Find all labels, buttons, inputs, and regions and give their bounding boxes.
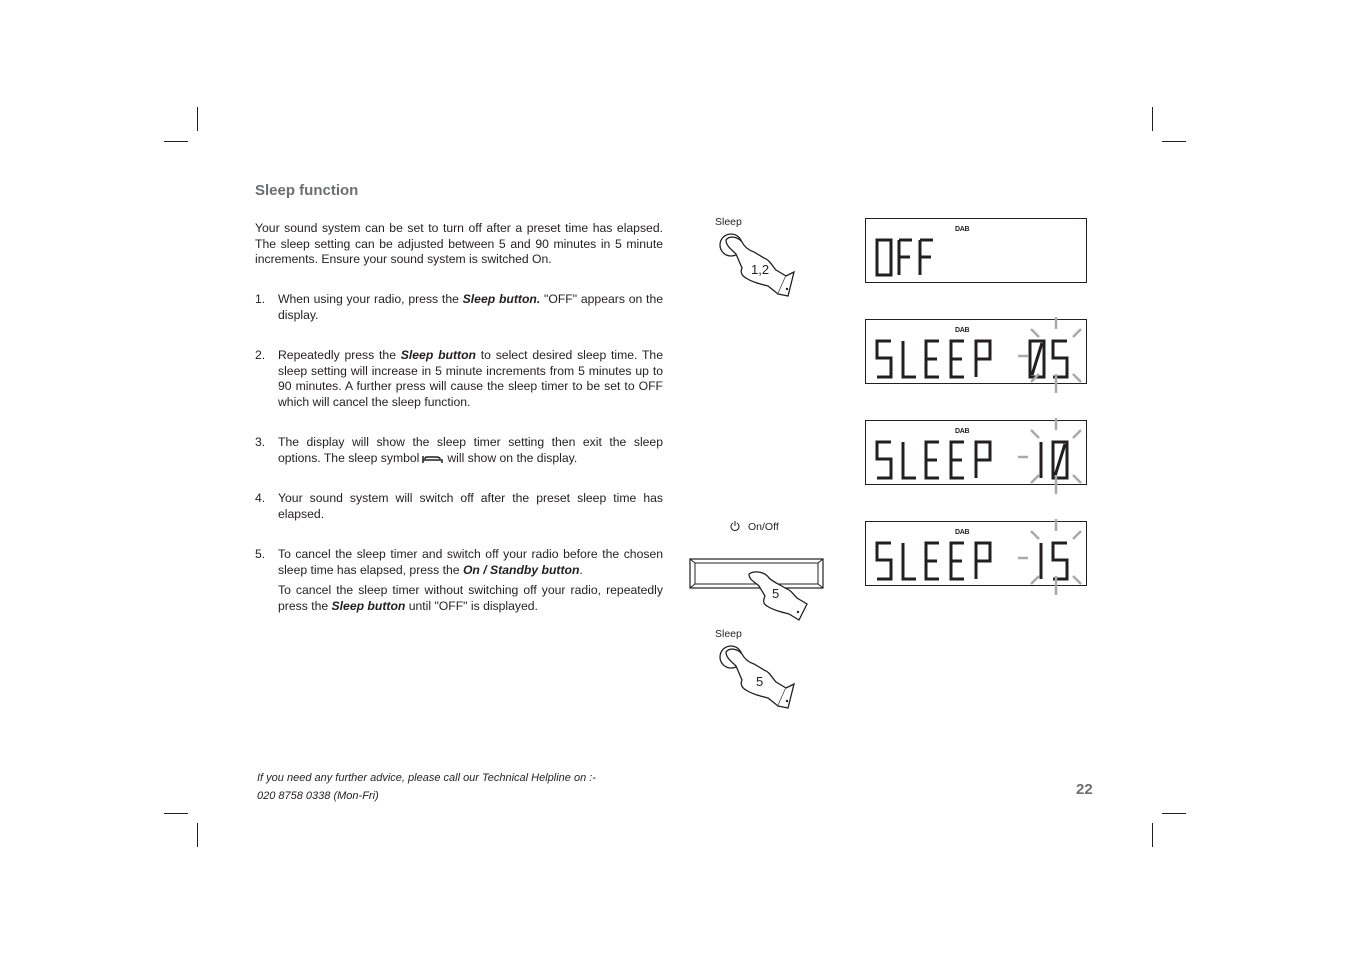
sleep-button-label: Sleep: [715, 216, 742, 228]
lcd-display-off: DAB: [865, 218, 1087, 283]
intro-paragraph: Your sound system can be set to turn off…: [255, 221, 663, 266]
list-item: 3. The display will show the sleep timer…: [255, 435, 663, 466]
list-item: 5. To cancel the sleep timer and switch …: [255, 547, 663, 614]
dab-indicator: DAB: [955, 428, 970, 435]
crop-mark: [164, 141, 188, 142]
step-text: To cancel the sleep timer and switch off…: [278, 547, 663, 577]
step-text: will show on the display.: [447, 450, 578, 465]
sleep-symbol-icon: [422, 453, 444, 464]
lcd-display-sleep-15: DAB: [865, 519, 1087, 595]
list-item: 1. When using your radio, press the Slee…: [255, 292, 663, 323]
footer-helpline: If you need any further advice, please c…: [257, 769, 596, 805]
step-emphasis: Sleep button.: [462, 292, 541, 306]
lcd-segment-text: [875, 541, 1069, 581]
step-text: When using your radio, press the: [278, 292, 463, 306]
on-standby-bar-icon: [689, 556, 825, 627]
step-number: 3.: [255, 435, 266, 449]
step-text: The display will show the sleep timer se…: [278, 435, 663, 465]
crop-mark: [164, 813, 188, 814]
sleep-button-label: Sleep: [715, 628, 742, 640]
step-number: 2.: [255, 348, 266, 362]
blink-rays-icon: [1018, 317, 1082, 393]
crop-mark: [1162, 141, 1186, 142]
footer-phone: 020 8758 0338 (Mon-Fri): [257, 790, 379, 802]
press-step-label: 5: [756, 674, 764, 689]
step-emphasis: Sleep button: [331, 598, 406, 613]
hand-pressing-sleep-button-icon: [716, 644, 800, 715]
dab-indicator: DAB: [955, 529, 970, 536]
footer-line: If you need any further advice, please c…: [257, 772, 596, 784]
step-text: "OFF" appears on the display.: [278, 292, 663, 322]
crop-mark: [197, 823, 198, 847]
lcd-segment-text: [875, 238, 933, 277]
crop-mark: [1152, 107, 1153, 131]
step-text: To cancel the sleep timer without switch…: [278, 583, 663, 613]
lcd-segment-text: [875, 440, 1069, 480]
dab-indicator: DAB: [955, 226, 970, 233]
step-text: Your sound system will switch off after …: [278, 491, 663, 521]
step-number: 5.: [255, 547, 266, 561]
lcd-display-sleep-10: DAB: [865, 418, 1087, 494]
step-text: .: [579, 562, 583, 577]
blink-rays-icon: [1018, 519, 1082, 595]
onoff-label: On/Off: [748, 521, 779, 533]
step-emphasis: Sleep button: [400, 348, 476, 362]
blink-rays-icon: [1018, 418, 1082, 494]
lcd-segment-text: [875, 339, 1069, 379]
hand-pressing-sleep-button-icon: [716, 232, 800, 303]
crop-mark: [197, 107, 198, 131]
list-item: 4. Your sound system will switch off aft…: [255, 491, 663, 522]
lcd-display-sleep-05: DAB: [865, 317, 1087, 393]
list-item: 2. Repeatedly press the Sleep button to …: [255, 348, 663, 410]
power-icon: [730, 520, 740, 534]
step-text: Repeatedly press the: [278, 348, 401, 362]
crop-mark: [1152, 823, 1153, 847]
step-text: until "OFF" is displayed.: [405, 598, 538, 613]
press-step-label: 1,2: [751, 262, 770, 277]
instruction-list: 1. When using your radio, press the Slee…: [255, 292, 663, 614]
section-heading: Sleep function: [255, 182, 359, 199]
page-number: 22: [1076, 781, 1093, 798]
step-emphasis: On / Standby button: [462, 562, 580, 577]
crop-mark: [1162, 813, 1186, 814]
step-text: to select desired sleep time. The sleep …: [278, 348, 663, 409]
step-number: 4.: [255, 491, 266, 505]
press-step-label: 5: [772, 586, 780, 601]
dab-indicator: DAB: [955, 327, 970, 334]
step-number: 1.: [255, 292, 266, 306]
